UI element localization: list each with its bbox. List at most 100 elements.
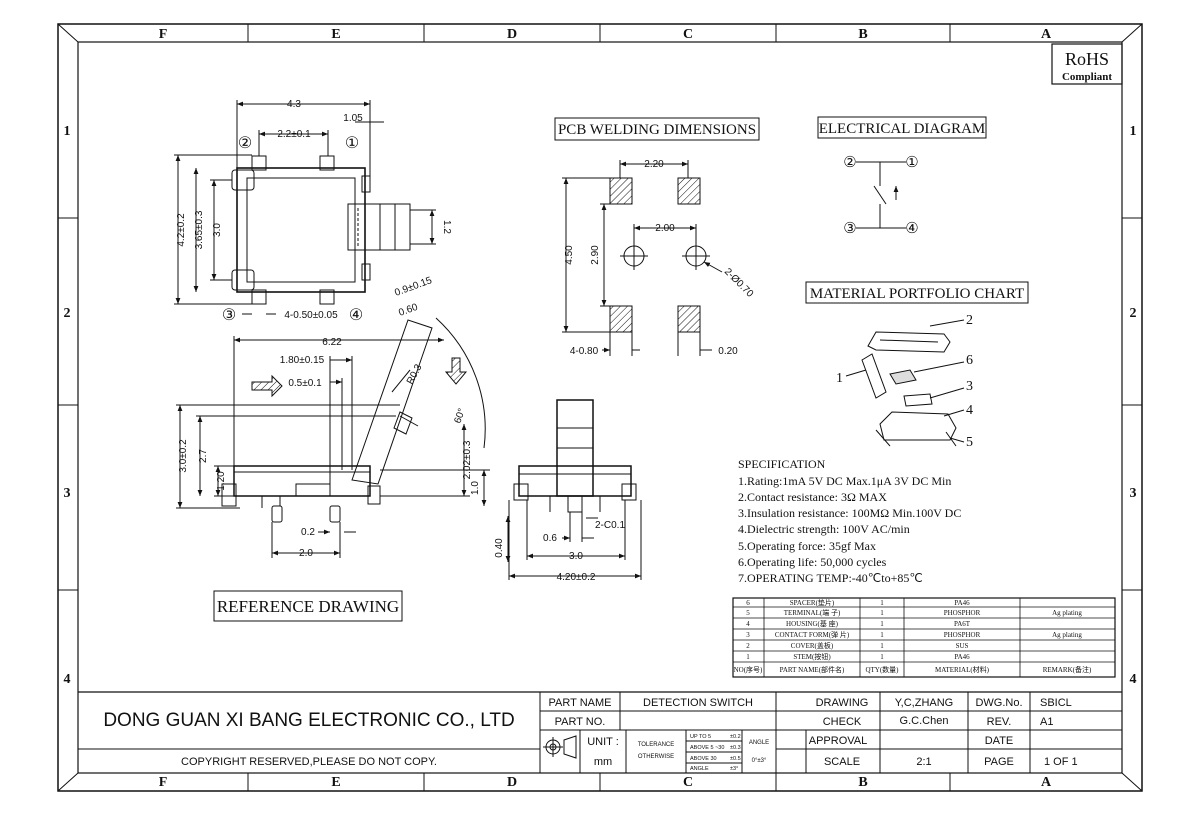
check-label: CHECK (823, 716, 862, 728)
dim-side-d: 1.0 (470, 481, 481, 495)
mt-r3-c4: Ag plating (1052, 631, 1082, 639)
dim-top-pitch: 2.2±0.1 (277, 129, 311, 140)
rev-label: REV. (987, 716, 1012, 728)
mt-r5-c1: STEM(按钮) (793, 652, 831, 661)
mt-r1-c0: 5 (746, 609, 750, 617)
pin-4-label: ④ (349, 307, 363, 324)
dwg-number: SBICL (1040, 697, 1072, 709)
dim-top-h3: 3.0 (212, 223, 223, 237)
mt-r3-c3: PHOSPHOR (944, 631, 981, 639)
reference-label: REFERENCE DRAWING (213, 590, 403, 622)
dim-front-a: 0.40 (494, 538, 505, 558)
exploded-callouts: 1 2 6 3 4 5 (836, 313, 973, 450)
mt-r0-c3: PA46 (954, 599, 970, 607)
unit: mm (594, 756, 612, 768)
spec-line-3: 3.Insulation resistance: 100MΩ Min.100V … (738, 506, 961, 520)
title-block: DONG GUAN XI BANG ELECTRONIC CO., LTD CO… (78, 691, 1122, 773)
tol-r1: UP TO 5 (690, 734, 711, 740)
mt-r1-c2: 1 (880, 609, 884, 617)
dim-side-degree: 60° (452, 407, 468, 425)
elec-pin-1: ① (905, 154, 918, 171)
tol-r1v: ±0.2 (730, 734, 741, 740)
electrical-title: ELECTRICAL DIAGRAM (817, 116, 987, 139)
callout-1: 1 (836, 371, 843, 386)
row-r-1: 1 (1130, 124, 1137, 139)
mt-h-c3: MATERIAL(材料) (935, 665, 990, 674)
mt-h-c2: QTY(数量) (865, 665, 899, 674)
top-view-labels: 4.3 2.2±0.1 1.05 ② ① ③ ④ 4-0.50±0.05 4.2… (176, 99, 452, 324)
row-r-4: 4 (1130, 672, 1137, 687)
angle-value: 0°±3° (752, 758, 767, 764)
mt-r1-c1: TERMINAL(端 子) (784, 608, 841, 617)
dim-pcb-a: 2.20 (644, 159, 664, 170)
dim-side-angle: 0.9±0.15 (393, 275, 434, 299)
mt-r2-c0: 4 (746, 620, 750, 628)
tol-r2: ABOVE 5 ~30 (690, 745, 724, 751)
mt-r0-c0: 6 (746, 599, 750, 607)
dim-top-width: 4.3 (287, 99, 301, 110)
dim-front-d: 3.0 (569, 551, 583, 562)
drawing-label: DRAWING (816, 697, 869, 709)
dim-side-f: 2.0 (299, 548, 313, 559)
material-title-text: MATERIAL PORTFOLIO CHART (810, 286, 1024, 302)
col-top-c: C (683, 27, 693, 42)
rohs-subtitle: Compliant (1062, 71, 1112, 83)
dim-pcb-g: 2-Ø0.70 (722, 266, 756, 300)
dwg-label: DWG.No. (975, 697, 1022, 709)
front-view (505, 399, 642, 580)
front-view-labels: 0.40 0.6 2-C0.1 3.0 4.20±0.2 (494, 520, 625, 583)
otherwise-label: OTHERWISE (638, 754, 674, 760)
tol-r4v: ±3° (730, 766, 738, 772)
side-view (176, 317, 490, 558)
pcb-labels: 2.20 2.00 4.50 2.90 4-0.80 0.20 2-Ø0.70 (564, 159, 756, 357)
mt-r4-c2: 1 (880, 642, 884, 650)
mt-r2-c3: PA6T (954, 620, 971, 628)
col-bot-a: A (1041, 775, 1052, 790)
checked-by: G.C.Chen (900, 715, 949, 727)
row-r-3: 3 (1130, 486, 1137, 501)
dim-pcb-e: 4-0.80 (570, 346, 599, 357)
spec-line-4: 4.Dielectric strength: 100V AC/min (738, 522, 910, 536)
dim-side-length: 6.22 (322, 337, 342, 348)
callout-4: 4 (966, 403, 973, 418)
scale-label: SCALE (824, 756, 860, 768)
dim-side-h2: 2.7 (198, 449, 209, 463)
row-l-1: 1 (64, 124, 71, 139)
unit-label: UNIT : (587, 736, 619, 748)
pin-2-label: ② (238, 135, 252, 152)
row-labels: 1 2 3 4 1 2 3 4 (64, 124, 1137, 687)
col-top-e: E (331, 27, 340, 42)
sheet-frame (57, 23, 1143, 792)
col-top-a: A (1041, 27, 1052, 42)
tol-r4: ANGLE (690, 766, 709, 772)
mt-r5-c0: 1 (746, 653, 750, 661)
mt-r3-c1: CONTACT FORM(弹 片) (775, 630, 850, 639)
dim-pcb-f: 0.20 (718, 346, 738, 357)
column-labels: F E D C B A F E D C B A (159, 27, 1052, 790)
spec-title: SPECIFICATION (738, 457, 826, 471)
page: 1 OF 1 (1044, 756, 1078, 768)
elec-pin-2: ② (843, 154, 856, 171)
col-bot-b: B (858, 775, 867, 790)
mt-h-c4: REMARK(备注) (1043, 665, 1092, 674)
mt-r2-c2: 1 (880, 620, 884, 628)
angle-label: ANGLE (749, 740, 769, 746)
row-l-2: 2 (64, 306, 71, 321)
dim-top-h4: 1.2 (441, 220, 452, 234)
callout-6: 6 (966, 353, 973, 368)
tol-r3v: ±0.5 (730, 756, 741, 762)
col-top-d: D (507, 27, 517, 42)
col-bot-c: C (683, 775, 693, 790)
spec-line-1: 1.Rating:1mA 5V DC Max.1μA 3V DC Min (738, 474, 951, 488)
rohs-title: RoHS (1065, 49, 1109, 69)
mt-r4-c1: COVER(盖板) (791, 641, 834, 650)
copyright: COPYRIGHT RESERVED,PLEASE DO NOT COPY. (181, 756, 437, 768)
callout-5: 5 (966, 435, 973, 450)
reference-label-text: REFERENCE DRAWING (217, 597, 399, 616)
tol-r2v: ±0.3 (730, 745, 741, 751)
callout-2: 2 (966, 313, 973, 328)
approval-label: APPROVAL (809, 735, 868, 747)
mt-r5-c3: PA46 (954, 653, 970, 661)
top-view (174, 100, 436, 315)
electrical-title-text: ELECTRICAL DIAGRAM (819, 121, 986, 137)
